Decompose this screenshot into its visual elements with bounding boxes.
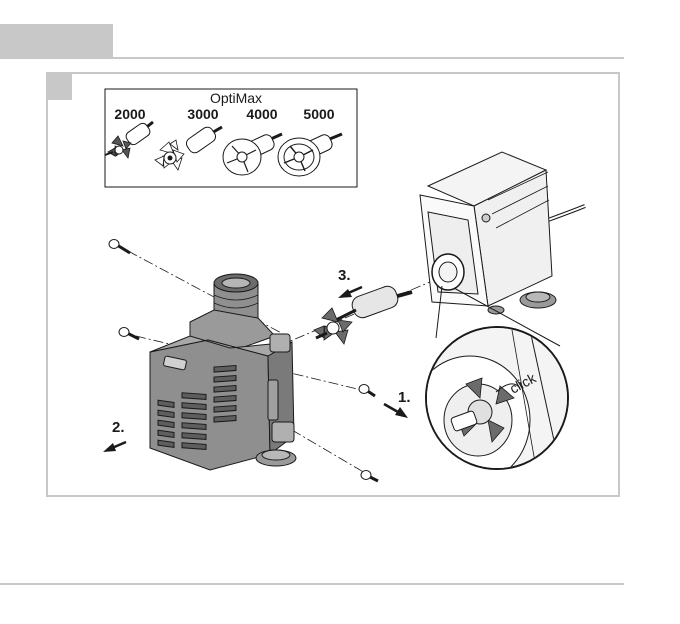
screw-bottom-right <box>361 471 378 482</box>
model-label-4000: 4000 <box>246 106 277 122</box>
rotor-assembly <box>314 284 412 344</box>
model-label-2000: 2000 <box>114 106 145 122</box>
step-1: 1. <box>384 389 411 418</box>
step-3-label: 3. <box>338 267 351 284</box>
detail-magnifier: click <box>410 286 568 484</box>
model-label-3000: 3000 <box>187 106 218 122</box>
screw-top-left <box>109 240 130 254</box>
inset-title: OptiMax <box>210 90 262 106</box>
step-3: 3. <box>338 267 362 298</box>
step-2: 2. <box>103 419 126 452</box>
motor-block <box>420 152 585 314</box>
screw-mid-left <box>119 328 139 340</box>
step-2-label: 2. <box>112 419 125 436</box>
step-1-label: 1. <box>398 389 411 406</box>
model-label-5000: 5000 <box>303 106 334 122</box>
screw-mid-right <box>359 385 375 397</box>
pump-housing <box>150 274 296 470</box>
optimax-inset: OptiMax 2000 3000 4000 5000 <box>105 89 357 187</box>
